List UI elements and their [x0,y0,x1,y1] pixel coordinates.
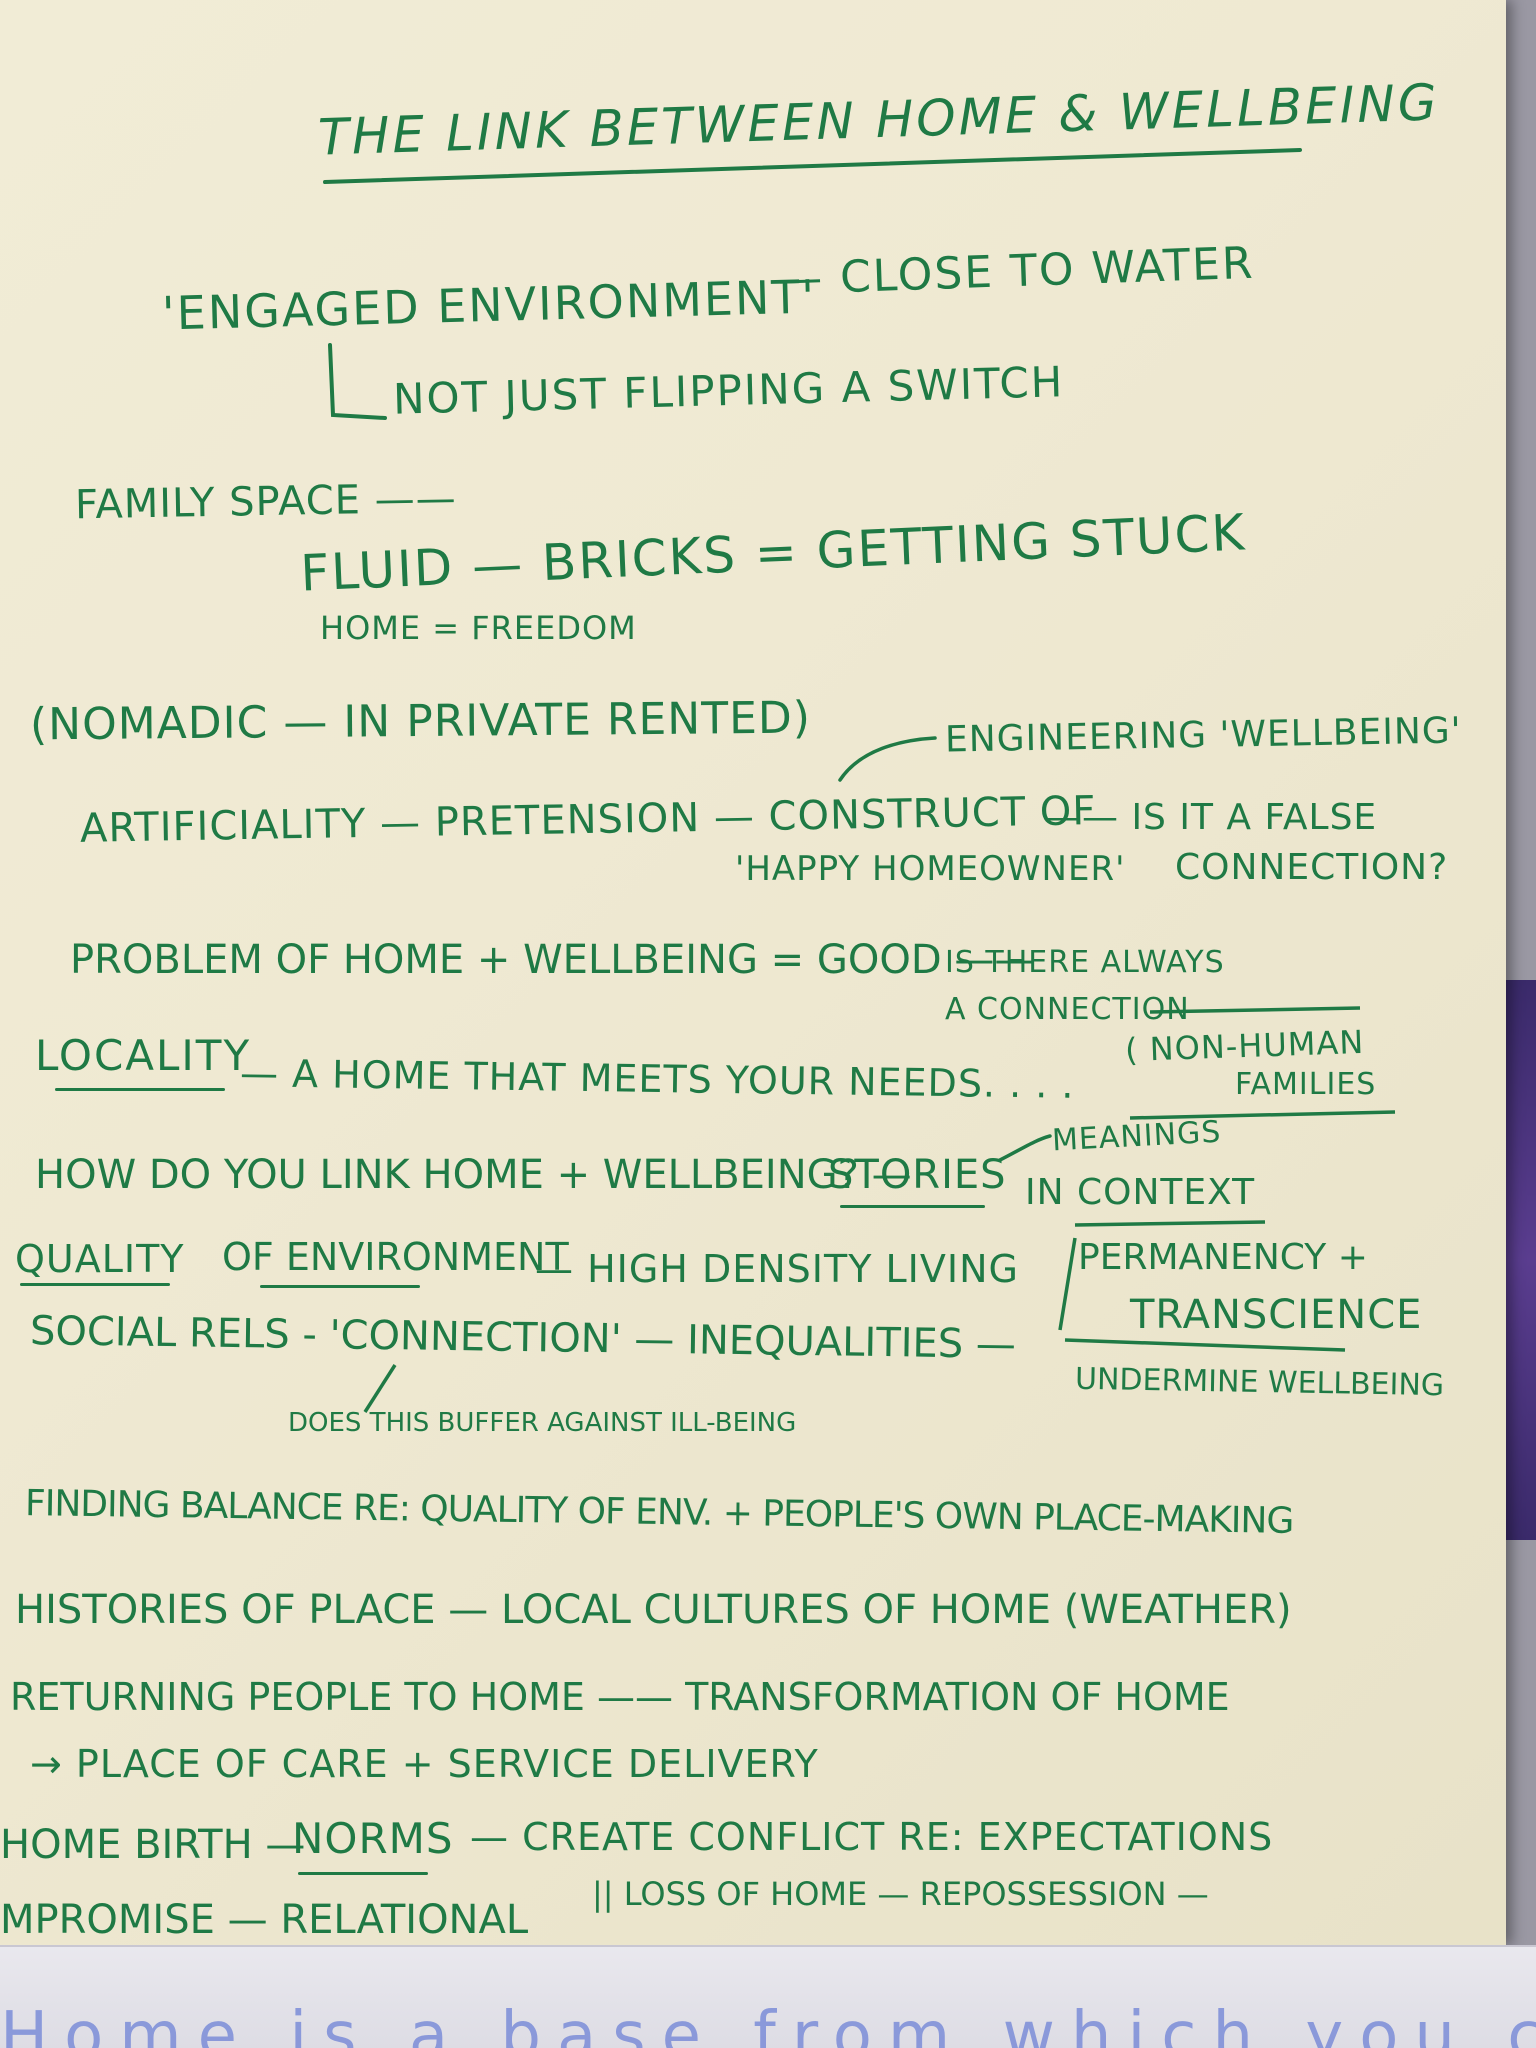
text-non-human-1: ( Non-human [1124,1022,1365,1070]
text-returning-1: Returning people to home —— Transformati… [10,1675,1230,1719]
text-meets-needs: — A home that meets your needs. . . . [239,1051,1075,1107]
text-of-environment: of environment [222,1235,569,1279]
text-false-connection-1: —— Is it a false [1045,797,1378,838]
text-problem-of: Problem of Home + Wellbeing = Good —— [70,937,1035,983]
text-buffer: Does this buffer against ill-being [288,1408,797,1438]
box-line [1149,1006,1361,1014]
text-returning-2: → Place of care + service delivery [30,1742,819,1786]
text-engineering-wellbeing: Engineering 'wellbeing' [944,710,1462,761]
text-home-freedom: Home = Freedom [320,609,637,647]
text-norms: Norms [292,1814,454,1863]
stories-underline [840,1205,985,1208]
text-family-space: Family space —— [74,475,458,529]
branch-line [998,1134,1052,1162]
text-meanings-1: Meanings [1051,1114,1223,1159]
text-locality: Locality [35,1031,252,1080]
norms-underline [298,1872,428,1875]
text-nomadic: (Nomadic — in private rented) [29,692,812,751]
text-stories: Stories [828,1152,1007,1198]
locality-underline [55,1088,225,1091]
text-compromise: mpromise — Relational [0,1897,529,1943]
box-line [1058,1237,1077,1331]
box-line [1129,1110,1396,1120]
text-home-birth: Home birth — [0,1822,306,1868]
environment-underline [260,1285,420,1288]
text-false-connection-2: connection? [1175,847,1449,888]
text-how-do-you-link: How do you link home + wellbeing? — [35,1152,912,1198]
branch-bracket [328,343,387,420]
branch-line [838,736,937,782]
text-quality: Quality [15,1237,185,1281]
ink-marks [323,148,1396,1413]
lower-sheet: Home is a base from which you can [0,1945,1536,2048]
box-line [1074,1220,1266,1227]
text-permanency-1: Permanency + [1078,1237,1368,1278]
title-underline [323,148,1302,184]
text-non-human-2: families [1235,1067,1377,1102]
text-undermine: Undermine wellbeing [1074,1361,1445,1404]
text-create-conflict: — Create conflict re: expectations [470,1815,1274,1859]
text-always-connection-2: a connection [945,992,1190,1027]
flipchart-sheet: The link between home & wellbeing 'Engag… [0,0,1506,1945]
text-meanings-2: in context [1025,1172,1256,1213]
text-always-connection-1: Is there always [945,945,1225,980]
text-high-density: — High density living [535,1247,1019,1291]
quality-underline [20,1283,170,1286]
connector-line [363,1364,397,1413]
text-happy-homeowner: 'Happy homeowner' [735,849,1126,889]
text-permanency-2: Transcience [1130,1292,1423,1338]
text-histories: Histories of place — Local cultures of h… [15,1587,1292,1633]
text-loss-of-home: || Loss of home — Repossession — [592,1875,1209,1913]
lower-sheet-text: Home is a base from which you can [0,1999,1536,2048]
box-line [1064,1338,1346,1352]
